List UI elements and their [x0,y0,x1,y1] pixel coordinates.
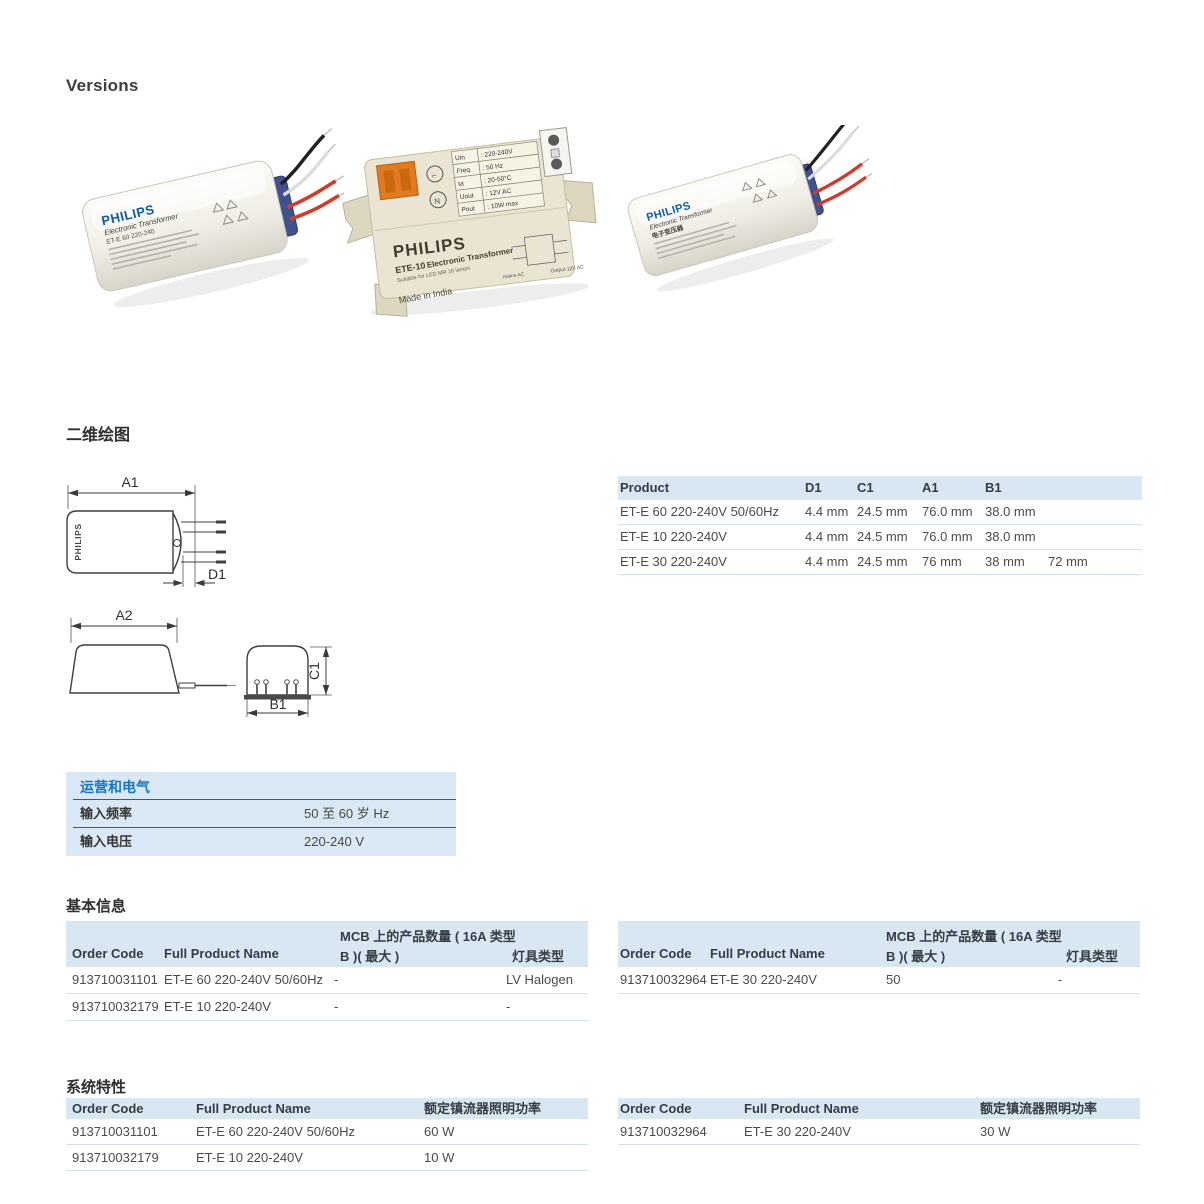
certification-marks [212,199,249,225]
terminal-block [538,127,573,178]
table-row: 913710031101 ET-E 60 220-240V 50/60Hz - … [66,967,588,994]
dim-label-d1: D1 [208,566,226,582]
svg-text:N: N [434,197,441,207]
orange-connector [375,160,419,201]
svg-text:: 12V AC: : 12V AC [485,188,512,198]
photo-shadow [113,257,309,308]
svg-text:⌐: ⌐ [432,171,438,181]
extension-lines [67,485,332,717]
red-wire [812,162,864,195]
table-header-row: Order Code Full Product Name 额定镇流器照明功率 [66,1098,588,1119]
end-view [244,645,311,700]
panel-row: 输入电压 220-240 V [80,834,364,849]
table-row: ET-E 30 220-240V 4.4 mm 24.5 mm 76 mm 38… [618,550,1142,575]
line-symbol-icon [426,165,444,183]
table-row: 913710032179 ET-E 10 220-240V 10 W [66,1145,588,1171]
white-wire [282,150,330,197]
system-table-right: Order Code Full Product Name 额定镇流器照明功率 9… [618,1098,1140,1145]
red-wire [286,179,337,210]
wiring-diagram [511,233,569,266]
fine-print-lines [653,221,737,260]
product-photo-ete-10: ⌐ N Uin : 220-240V Freq : 50 Hz ta : 20-50°… [342,127,597,317]
product-photo-et-e-30: PHILIPS Electronic Transformer 电子变压器 [627,125,872,292]
dim-label-a1: A1 [121,474,138,490]
neutral-symbol-icon [429,191,447,209]
red-wire [289,193,340,221]
svg-text:: 220-240V: : 220-240V [481,148,514,159]
spec-table: Uin : 220-240V Freq : 50 Hz ta : 20-50°C Uo… [450,140,545,217]
table-header: MCB 上的产品数量 ( 16A 类型 Order Code Full Prod… [618,921,1140,967]
electrical-panel: 运营和电气 输入频率 50 至 60 岁 Hz 输入电压 220-240 V [66,772,456,856]
system-table-left: Order Code Full Product Name 额定镇流器照明功率 9… [66,1098,588,1171]
svg-text:Uin: Uin [455,154,466,162]
black-wire [804,125,850,172]
table-header-row: Product D1 C1 A1 B1 [618,476,1142,500]
svg-text:Uout: Uout [460,192,475,201]
dim-d1: D1 [163,566,226,587]
versions-heading: Versions [66,76,139,95]
table-row: 913710032964 ET-E 30 220-240V 30 W [618,1119,1140,1145]
svg-text:ta: ta [458,180,465,188]
table-header: MCB 上的产品数量 ( 16A 类型 Order Code Full Prod… [66,921,588,967]
svg-text:Pout: Pout [461,205,475,214]
dimension-table: Product D1 C1 A1 B1 ET-E 60 220-240V 50/… [618,476,1142,575]
svg-text:: 10W max: : 10W max [487,200,519,211]
table-row: ET-E 10 220-240V 4.4 mm 24.5 mm 76.0 mm … [618,525,1142,550]
dimension-drawing: A1 PHILIPS D1 A2 [66,474,332,717]
basic-info-table-left: MCB 上的产品数量 ( 16A 类型 Order Code Full Prod… [66,921,588,1021]
svg-text:: 20-50°C: : 20-50°C [484,174,513,185]
dim-label-c1: C1 [306,662,322,680]
svg-text:Output 12V AC: Output 12V AC [550,264,584,274]
svg-text:Freq: Freq [456,167,471,176]
panel-title: 运营和电气 [80,779,150,795]
table-header-row: Order Code Full Product Name 额定镇流器照明功率 [618,1098,1140,1119]
table-row: 913710031101 ET-E 60 220-240V 50/60Hz 60… [66,1119,588,1145]
black-wire [279,134,326,186]
side-view [69,644,236,694]
top-view: PHILIPS [66,510,226,574]
certification-marks [742,177,778,203]
panel-row: 输入频率 50 至 60 岁 Hz [80,806,390,821]
svg-text:mains AC: mains AC [503,272,525,281]
drawings-heading: 二维绘图 [66,427,131,444]
dim-label-b1: B1 [269,696,286,712]
table-row: 913710032964 ET-E 30 220-240V 50 - [618,967,1140,994]
red-wire [816,175,867,207]
white-wire [807,132,854,181]
system-features-heading: 系统特性 [66,1079,127,1096]
basic-info-heading: 基本信息 [66,898,127,915]
dim-label-a2: A2 [115,607,132,623]
table-row: 913710032179 ET-E 10 220-240V - - [66,994,588,1021]
basic-info-table-right: MCB 上的产品数量 ( 16A 类型 Order Code Full Prod… [618,921,1140,994]
fine-print-lines [108,229,200,270]
product-photo-et-e-60: PHILIPS Electronic Transformer ET-E 60 2… [82,127,344,308]
svg-text:: 50 Hz: : 50 Hz [482,163,503,172]
table-row: ET-E 60 220-240V 50/60Hz 4.4 mm 24.5 mm … [618,500,1142,525]
philips-logo-text: PHILIPS [73,523,83,560]
